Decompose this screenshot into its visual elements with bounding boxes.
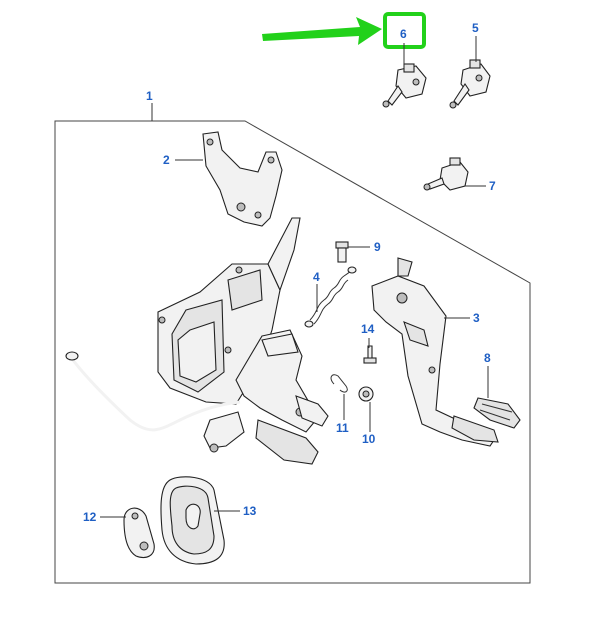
callout-3: 3 bbox=[473, 311, 480, 325]
leader-lines bbox=[100, 36, 489, 518]
brake-pedal-part-3 bbox=[371, 257, 499, 447]
switch-part-5 bbox=[449, 59, 491, 109]
plate-part-12 bbox=[123, 507, 155, 559]
switch-part-7 bbox=[423, 157, 469, 191]
callout-1: 1 bbox=[146, 89, 153, 103]
callout-12: 12 bbox=[83, 510, 97, 524]
callout-labels: 1 2 3 4 5 6 7 8 9 10 11 12 13 14 bbox=[83, 21, 496, 524]
gasket-part-13 bbox=[160, 476, 225, 565]
clutch-pedal-lever bbox=[203, 329, 329, 465]
spring-part-4 bbox=[304, 266, 357, 328]
callout-11: 11 bbox=[336, 421, 349, 435]
callout-4: 4 bbox=[313, 270, 320, 284]
switch-part-6 bbox=[382, 63, 427, 108]
callout-5: 5 bbox=[472, 21, 479, 35]
callout-2: 2 bbox=[163, 153, 170, 167]
cable-rod bbox=[65, 351, 241, 432]
callout-13: 13 bbox=[243, 504, 257, 518]
clip-part-11 bbox=[330, 374, 348, 393]
callout-7: 7 bbox=[489, 179, 496, 193]
callout-9: 9 bbox=[374, 240, 381, 254]
nut-part-10 bbox=[358, 386, 374, 402]
highlight-arrow bbox=[262, 17, 382, 45]
callout-6: 6 bbox=[400, 27, 407, 41]
callout-14: 14 bbox=[361, 322, 375, 336]
bracket-part-2 bbox=[202, 131, 283, 227]
pedal-pad-part-8 bbox=[473, 397, 521, 429]
callout-10: 10 bbox=[362, 432, 376, 446]
pin-part-14 bbox=[363, 345, 377, 364]
callout-8: 8 bbox=[484, 351, 491, 365]
assembly-boundary bbox=[54, 120, 531, 584]
bolt-part-9 bbox=[335, 241, 349, 263]
